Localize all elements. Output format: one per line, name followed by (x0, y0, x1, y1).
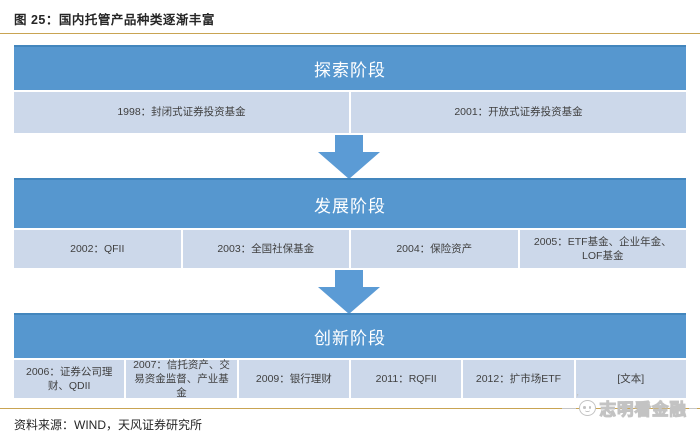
timeline-item-2006: 2006：证券公司理财、QDII (14, 360, 125, 398)
figure-title: 图 25：国内托管产品种类逐渐丰富 (14, 13, 215, 27)
timeline-item-2003: 2003：全国社保基金 (182, 230, 349, 268)
timeline-item-2012: 2012：扩市场ETF (463, 360, 574, 398)
source-attribution: 资料来源：WIND，天风证券研究所 (14, 418, 202, 432)
timeline-item-2002: 2002：QFII (14, 230, 181, 268)
stage-exploration-items: 1998：封闭式证券投资基金 2001：开放式证券投资基金 (14, 92, 686, 133)
timeline-item-2004: 2004：保险资产 (351, 230, 518, 268)
title-divider-line (0, 33, 700, 34)
timeline-item-placeholder: [文本] (575, 360, 686, 398)
timeline-item-2011: 2011：RQFII (350, 360, 462, 398)
watermark-right-line (689, 407, 697, 409)
stage-innovation: 创新阶段 2006：证券公司理财、QDII 2007：信托资产、交易资金监督、产… (14, 313, 686, 399)
arrow-stem (335, 135, 363, 152)
timeline-item-2009: 2009：银行理财 (238, 360, 349, 398)
stage-development: 发展阶段 2002：QFII 2003：全国社保基金 2004：保险资产 200… (14, 178, 686, 268)
down-arrow-icon (318, 135, 380, 179)
stage-exploration-header: 探索阶段 (14, 45, 686, 90)
arrow-head (318, 152, 380, 179)
timeline-item-2001: 2001：开放式证券投资基金 (351, 92, 686, 133)
arrow-head (318, 287, 380, 314)
timeline-item-2007: 2007：信托资产、交易资金监督、产业基金 (126, 359, 237, 399)
stage-exploration: 探索阶段 1998：封闭式证券投资基金 2001：开放式证券投资基金 (14, 45, 686, 133)
stage-development-items: 2002：QFII 2003：全国社保基金 2004：保险资产 2005：ETF… (14, 230, 686, 268)
timeline-item-2005: 2005：ETF基金、企业年金、LOF基金 (519, 230, 686, 268)
arrow-stem (335, 270, 363, 287)
watermark-left-line (561, 407, 576, 409)
watermark-text: 志明看金融 (599, 401, 687, 420)
watermark-logo: 志明看金融 (561, 393, 697, 420)
footer-divider-line (0, 408, 700, 409)
down-arrow-icon (318, 270, 380, 314)
stage-innovation-header: 创新阶段 (14, 313, 686, 358)
timeline-item-1998: 1998：封闭式证券投资基金 (14, 92, 349, 133)
smiley-face-icon (577, 393, 596, 416)
stage-development-header: 发展阶段 (14, 178, 686, 228)
stage-innovation-items: 2006：证券公司理财、QDII 2007：信托资产、交易资金监督、产业基金 2… (14, 359, 686, 399)
